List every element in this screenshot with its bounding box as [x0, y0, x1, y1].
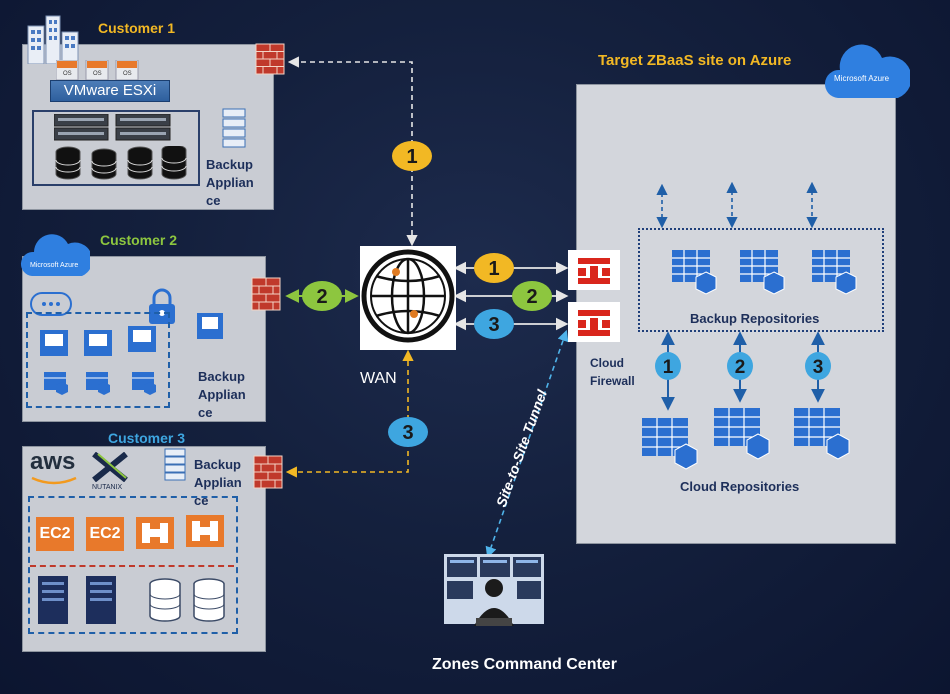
vm-os-tag-1: OS [63, 71, 72, 77]
storage-disks-icon [149, 578, 225, 622]
marker-blue-3-wan: 3 [474, 309, 514, 339]
customer2-azure-label: Microsoft Azure [30, 262, 79, 269]
target-azure-cloud-icon [824, 44, 910, 98]
physical-servers-icon [38, 576, 116, 624]
marker-yellow-1-wan: 1 [474, 253, 514, 283]
marker-yellow-1: 1 [392, 141, 432, 171]
marker-green-2-wan: 2 [512, 281, 552, 311]
command-center-label: Zones Command Center [432, 656, 617, 673]
customer2-network-icon [30, 292, 72, 316]
customer1-title: Customer 1 [98, 20, 176, 36]
customer2-vm-icons [40, 326, 156, 395]
server-rack-icon [54, 114, 171, 141]
storage-box [32, 110, 200, 186]
nutanix-logo-icon [92, 452, 128, 482]
marker-repo-2: 2 [727, 352, 753, 380]
target-site-title: Target ZBaaS site on Azure [598, 52, 792, 69]
customer3-appliance-label-1: Backup [194, 457, 241, 472]
backup-appliance-icon [222, 108, 246, 148]
site-to-site-tunnel-line [485, 329, 569, 559]
target-site-panel [576, 84, 896, 544]
customer3-title: Customer 3 [108, 430, 186, 446]
customer3-appliance-icon [164, 448, 186, 481]
cloud-repos-label: Cloud Repositories [680, 479, 800, 494]
marker-green-2-left: 2 [302, 281, 342, 311]
marker-repo-1: 1 [655, 352, 681, 380]
vm-os-tag-2: OS [93, 71, 102, 77]
customer3-appliance-label-2: Applian [194, 475, 242, 490]
marker-blue-3-left: 3 [388, 417, 428, 447]
cloud-repository-icons [642, 408, 850, 470]
backup-repos-group [638, 228, 884, 332]
workload-divider [30, 565, 234, 567]
ec2-instance-2: EC2 [86, 517, 124, 551]
customer1-appliance-label-2: Applian [206, 175, 254, 190]
buildings-icon [27, 15, 79, 64]
wan-globe-icon [360, 246, 456, 350]
command-center-icon [444, 554, 544, 626]
customer2-appliance-icon [197, 313, 223, 339]
site-to-site-tunnel-label: Site-to-Site Tunnel [493, 387, 551, 509]
svg-text:3: 3 [813, 357, 824, 378]
customer2-vm-group [26, 312, 170, 408]
backup-repos-label: Backup Repositories [690, 311, 820, 326]
ec2-instance-1: EC2 [36, 517, 74, 551]
marker-repo-3: 3 [805, 352, 831, 380]
cloud-firewall-label-2: Firewall [590, 374, 635, 388]
svg-text:3: 3 [402, 422, 413, 444]
vmware-esxi-label: VMware ESXi [50, 80, 170, 102]
customer3-wan-link [285, 349, 414, 478]
aws-smile-icon [31, 476, 77, 485]
customer1-appliance-label-1: Backup [206, 157, 253, 172]
azure-egress-arrows [656, 181, 818, 229]
backup-repository-icons [672, 250, 857, 295]
customer2-appliance-label-2: Applian [198, 387, 246, 402]
svg-text:3: 3 [488, 314, 499, 336]
customer-firewall-icons [251, 43, 285, 489]
customer1-appliance-label-3: ce [206, 193, 221, 208]
svg-text:1: 1 [663, 357, 674, 378]
svg-text:2: 2 [735, 357, 746, 378]
aws-instance-icons [136, 515, 224, 549]
vm-os-tag-3: OS [123, 71, 132, 77]
customer3-workloads-box [28, 496, 238, 634]
customer2-title: Customer 2 [100, 232, 178, 248]
cloud-firewall-icon [568, 250, 620, 342]
target-azure-label: Microsoft Azure [834, 74, 890, 83]
svg-text:1: 1 [406, 146, 417, 168]
database-stack-icon [55, 146, 187, 180]
customer2-appliance-label-3: ce [198, 405, 213, 420]
customer2-appliance-label-1: Backup [198, 369, 245, 384]
svg-text:2: 2 [526, 286, 537, 308]
svg-text:2: 2 [316, 286, 327, 308]
cloud-firewall-label-1: Cloud [590, 356, 624, 370]
nutanix-label: NUTANIX [92, 484, 123, 491]
aws-logo: aws [30, 448, 76, 475]
azure-cloud-icon [21, 234, 90, 276]
svg-text:1: 1 [488, 258, 499, 280]
customer1-wan-link [287, 56, 418, 247]
